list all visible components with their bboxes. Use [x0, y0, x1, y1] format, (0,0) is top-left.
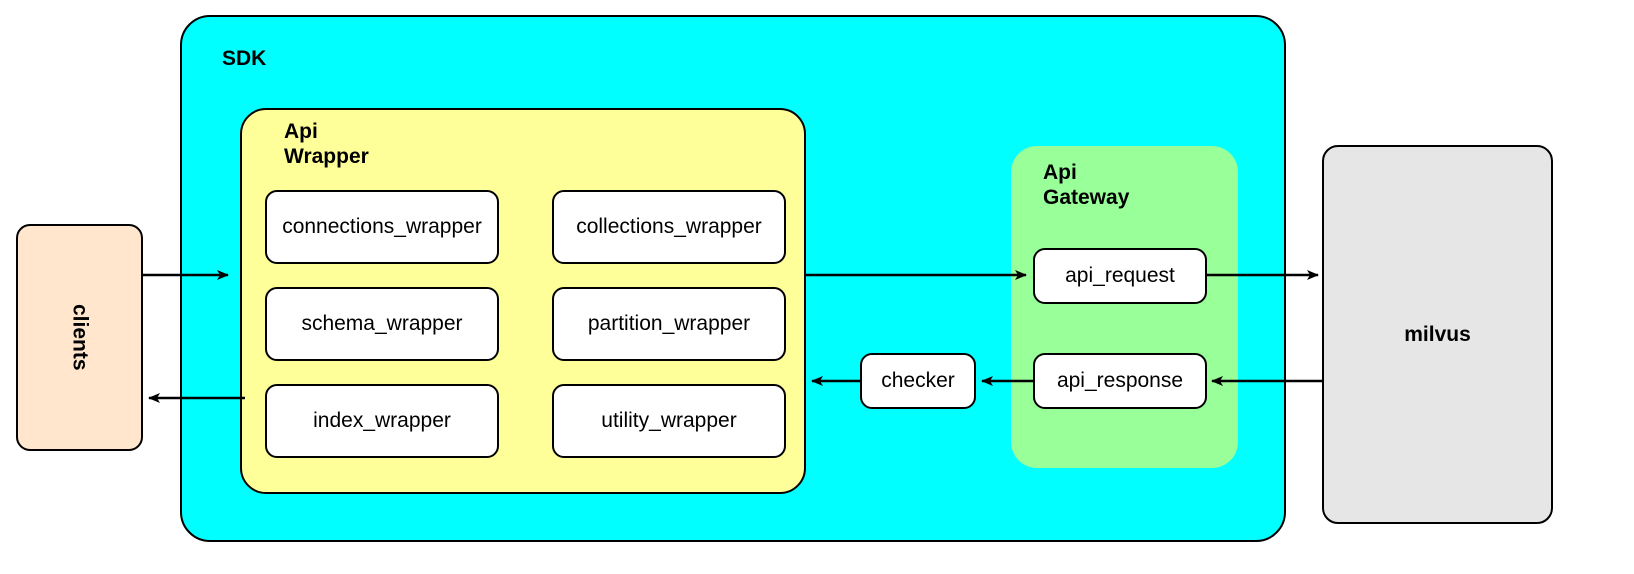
api-wrapper-label-line1: Api [284, 120, 318, 143]
node-connections-wrapper[interactable]: connections_wrapper [265, 190, 499, 264]
node-label: clients [68, 304, 92, 371]
api-gateway-container[interactable]: Api Gateway [1011, 146, 1238, 468]
node-label: index_wrapper [313, 409, 451, 432]
node-utility-wrapper[interactable]: utility_wrapper [552, 384, 786, 458]
node-label: utility_wrapper [601, 409, 737, 432]
node-label: milvus [1404, 322, 1471, 346]
node-collections-wrapper[interactable]: collections_wrapper [552, 190, 786, 264]
api-wrapper-label: Api Wrapper [284, 119, 369, 169]
node-clients[interactable]: clients [16, 224, 143, 451]
node-partition-wrapper[interactable]: partition_wrapper [552, 287, 786, 361]
node-api-response[interactable]: api_response [1033, 353, 1207, 409]
api-gateway-label: Api Gateway [1043, 160, 1129, 210]
node-label: api_request [1065, 264, 1175, 287]
sdk-label: SDK [222, 47, 267, 70]
api-wrapper-label-line2: Wrapper [284, 145, 369, 169]
node-index-wrapper[interactable]: index_wrapper [265, 384, 499, 458]
api-gateway-label-line2: Gateway [1043, 186, 1130, 210]
node-label: schema_wrapper [301, 312, 463, 335]
node-label: partition_wrapper [587, 312, 751, 335]
node-api-request[interactable]: api_request [1033, 248, 1207, 304]
node-checker[interactable]: checker [860, 353, 976, 409]
node-label: checker [881, 369, 955, 392]
node-label: api_response [1056, 369, 1184, 392]
node-schema-wrapper[interactable]: schema_wrapper [265, 287, 499, 361]
node-label: collections_wrapper [576, 215, 762, 238]
node-milvus[interactable]: milvus [1322, 145, 1553, 524]
node-label: connections_wrapper [282, 215, 482, 238]
api-gateway-label-line1: Api [1043, 161, 1077, 184]
